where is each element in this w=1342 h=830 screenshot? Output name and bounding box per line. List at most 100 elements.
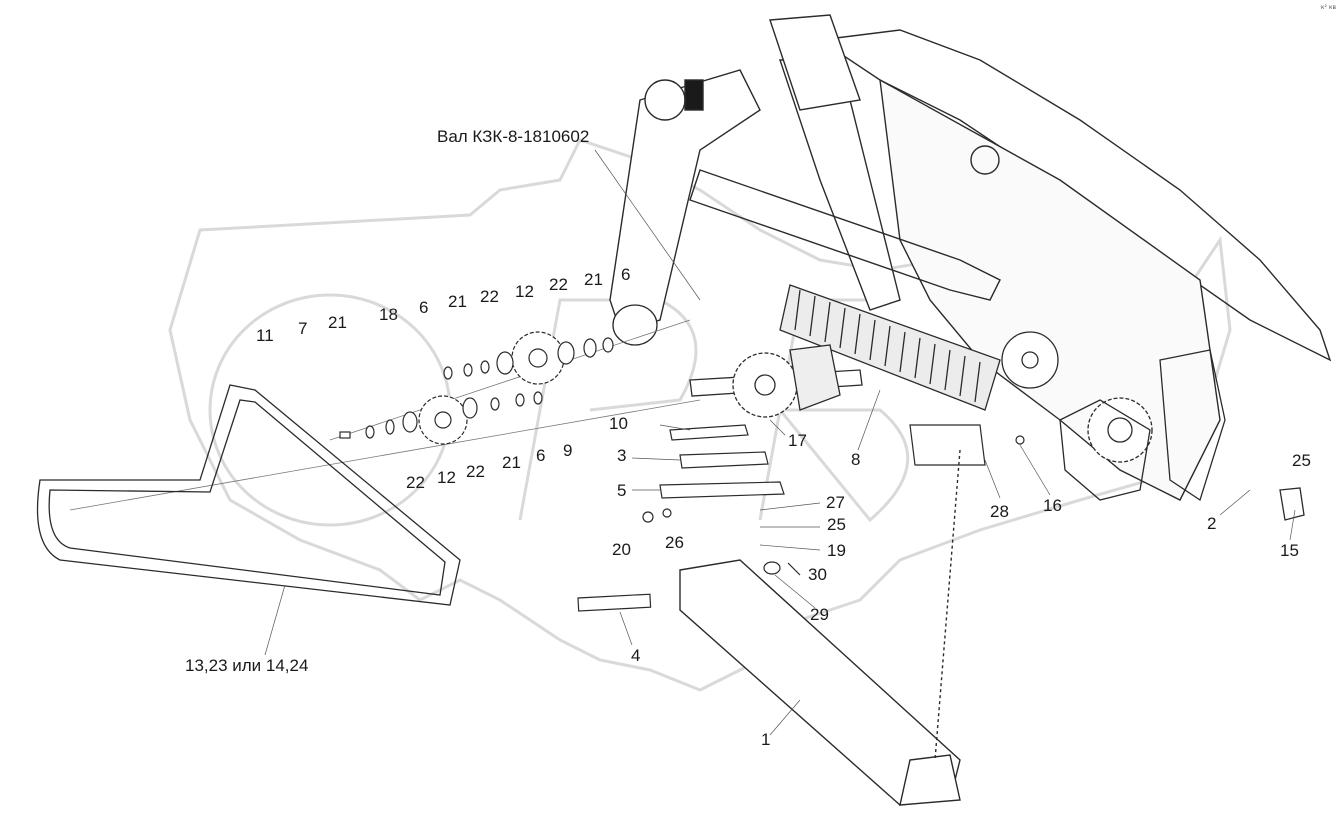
callout-1: 1 (761, 730, 771, 749)
right-drive-assembly (1001, 331, 1305, 521)
leader-19 (759, 544, 821, 551)
hitch-pin (644, 79, 686, 121)
callout-22-a: 22 (480, 287, 499, 306)
callout-29: 29 (810, 605, 829, 624)
callout-12-lower: 12 (437, 468, 456, 487)
callout-19: 19 (827, 541, 846, 560)
frame-hitch-bracket (769, 14, 861, 111)
shaft-end-bracket (1279, 487, 1305, 521)
callout-4: 4 (631, 646, 641, 665)
bolt-end (339, 431, 351, 439)
drive-belt (36, 384, 461, 606)
bearing-a (402, 411, 418, 433)
sprocket-left-lower-hub (434, 411, 452, 429)
callout-5: 5 (617, 481, 627, 500)
callout-26: 26 (665, 533, 684, 552)
leader-17 (769, 419, 786, 436)
leader-15 (1289, 509, 1296, 541)
center-sprocket-hub (754, 374, 776, 396)
washer-29 (763, 561, 781, 575)
leader-28 (984, 459, 1001, 499)
washer-a (385, 419, 395, 435)
callout-22-d: 22 (466, 462, 485, 481)
callout-21-d: 21 (502, 453, 521, 472)
washer-j (602, 337, 614, 353)
callout-8: 8 (851, 450, 861, 469)
washer-c (490, 397, 500, 411)
washer-g (463, 363, 473, 377)
frame-cross-member (689, 169, 1001, 301)
callout-21-c: 21 (584, 270, 603, 289)
leader-29 (774, 574, 816, 609)
tensioner-hub (1021, 351, 1039, 369)
center-drive (612, 304, 863, 418)
leader-lines (264, 149, 1296, 736)
sprocket-left-upper-hub (528, 348, 548, 368)
center-sprocket (732, 352, 798, 418)
frame-upper-beam (818, 29, 1332, 362)
right-sprocket (1087, 397, 1153, 463)
leader-shaft-label (594, 149, 701, 301)
spring-coil-lines (794, 289, 981, 403)
nut-26 (662, 508, 672, 518)
callout-30: 30 (808, 565, 827, 584)
callout-7: 7 (298, 319, 308, 338)
callout-21-b: 21 (448, 292, 467, 311)
right-sprocket-hub (1107, 417, 1133, 443)
leader-1 (769, 699, 801, 736)
callout-12-upper: 12 (515, 282, 534, 301)
leader-4 (619, 611, 633, 646)
washer-e (533, 391, 543, 405)
mounting-bracket-28 (909, 424, 986, 466)
callout-16: 16 (1043, 496, 1062, 515)
pin-4 (577, 593, 652, 612)
callout-15: 15 (1280, 541, 1299, 560)
hitch-band (684, 79, 704, 111)
exploded-parts (69, 319, 1025, 612)
shaft-sleeve (612, 304, 658, 346)
belt-inner (48, 399, 446, 596)
watermark-gear-outline (168, 138, 1232, 692)
callout-11: 11 (256, 326, 274, 345)
leader-2 (1219, 489, 1251, 516)
callout-6-left: 6 (419, 298, 429, 317)
lever-chain (934, 449, 961, 761)
corner-mark: к² кв (1320, 4, 1336, 11)
callout-3: 3 (617, 446, 627, 465)
callout-25-right: 25 (1292, 451, 1311, 470)
leader-16 (1019, 444, 1051, 496)
bearing-housing (789, 344, 841, 411)
nut-20 (642, 511, 654, 523)
washer-h (480, 360, 490, 374)
callout-21-a: 21 (328, 313, 347, 332)
washer-f (443, 366, 453, 380)
callout-25-lower: 25 (827, 515, 846, 534)
key-plate-10 (669, 424, 749, 441)
washer-i (583, 338, 597, 358)
callout-22-b: 22 (549, 275, 568, 294)
frame-support-arm (609, 69, 761, 331)
washer-d (515, 393, 525, 407)
bolt-16 (1015, 435, 1025, 445)
belt-label: 13,23 или 14,24 (185, 656, 309, 675)
leader-3 (631, 457, 681, 461)
callout-10: 10 (609, 414, 628, 433)
bearing-b (462, 397, 478, 419)
callout-6-lower: 6 (536, 446, 546, 465)
lever-fork (899, 754, 961, 806)
header-frame (609, 14, 1332, 501)
callout-2: 2 (1207, 514, 1217, 533)
bearing-d (557, 341, 575, 365)
tensioner-roller (1001, 331, 1059, 389)
tension-spring (779, 284, 1001, 411)
callout-6-top: 6 (621, 265, 631, 284)
belt-outer (36, 384, 461, 606)
leader-belt-label (264, 584, 286, 656)
washer-b (365, 425, 375, 439)
callout-22-c: 22 (406, 473, 425, 492)
callout-17: 17 (788, 431, 807, 450)
leader-27 (759, 502, 821, 511)
key-plate-5 (659, 481, 785, 499)
spring-coil-outline (779, 284, 1001, 411)
